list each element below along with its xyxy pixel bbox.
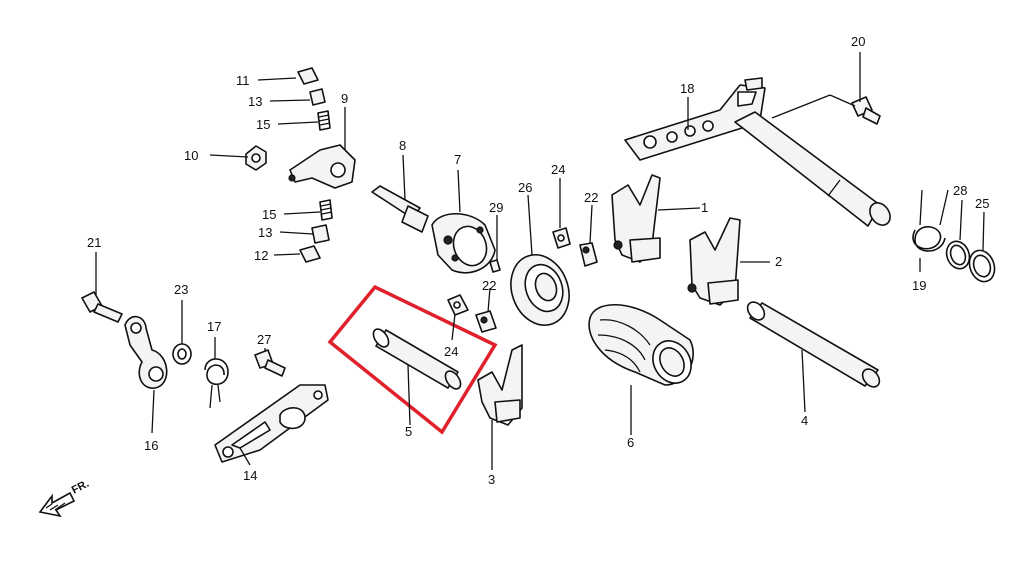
callout-15-upper: 15 xyxy=(256,117,270,132)
part-6-shift-drum[interactable] xyxy=(588,303,699,390)
part-27-bolt[interactable] xyxy=(254,349,286,377)
part-15-spring-lower[interactable] xyxy=(319,199,333,221)
callout-2: 2 xyxy=(775,254,782,269)
callout-28: 28 xyxy=(953,183,967,198)
part-22-bolt-upper[interactable] xyxy=(579,242,598,267)
shift-spindle-shaft[interactable] xyxy=(734,111,894,229)
part-5-fork-shaft[interactable] xyxy=(370,326,463,391)
part-26-bearing[interactable] xyxy=(501,247,578,334)
part-21-bolt[interactable] xyxy=(81,291,123,323)
part-4-fork-shaft[interactable] xyxy=(744,299,883,390)
part-28-circlip[interactable] xyxy=(943,238,973,272)
part-22-bolt-lower[interactable] xyxy=(475,310,497,333)
part-14-plate[interactable] xyxy=(214,384,329,463)
callout-15-lower: 15 xyxy=(262,207,276,222)
part-24-plate-upper[interactable] xyxy=(552,227,571,249)
part-20-bolt[interactable] xyxy=(851,96,881,125)
front-label: FR. xyxy=(70,478,91,497)
callout-16: 16 xyxy=(144,438,158,453)
callout-19: 19 xyxy=(912,278,926,293)
callout-29: 29 xyxy=(489,200,503,215)
part-25-washer[interactable] xyxy=(965,247,998,285)
front-arrow-icon xyxy=(38,491,76,518)
callout-22-upper: 22 xyxy=(584,190,598,205)
part-12-cap[interactable] xyxy=(299,245,321,263)
part-13-collar-upper[interactable] xyxy=(309,88,326,106)
callout-27: 27 xyxy=(257,332,271,347)
callout-8: 8 xyxy=(399,138,406,153)
part-18-shift-arm[interactable] xyxy=(624,77,766,161)
leader-lines xyxy=(95,52,985,470)
callout-18: 18 xyxy=(680,81,694,96)
callout-21: 21 xyxy=(87,235,101,250)
callout-24-lower: 24 xyxy=(444,344,458,359)
callout-4: 4 xyxy=(801,413,808,428)
part-8-bolt[interactable] xyxy=(371,185,429,233)
callout-6: 6 xyxy=(627,435,634,450)
callout-14: 14 xyxy=(243,468,257,483)
callout-12: 12 xyxy=(254,248,268,263)
part-9-stopper-arm[interactable] xyxy=(288,144,356,189)
callout-25: 25 xyxy=(975,196,989,211)
part-11-cap[interactable] xyxy=(297,67,319,85)
part-13-collar-lower[interactable] xyxy=(311,224,330,244)
part-23-washer[interactable] xyxy=(172,343,192,365)
part-16-shift-arm[interactable] xyxy=(124,315,168,389)
part-10-nut[interactable] xyxy=(245,145,267,171)
part-1-shift-fork[interactable] xyxy=(611,174,661,263)
callout-9: 9 xyxy=(341,91,348,106)
callout-10: 10 xyxy=(184,148,198,163)
callout-17: 17 xyxy=(207,319,221,334)
callout-7: 7 xyxy=(454,152,461,167)
part-15-spring-upper[interactable] xyxy=(317,110,331,131)
front-arrow-hatch xyxy=(45,502,66,511)
callout-20: 20 xyxy=(851,34,865,49)
part-3-shift-fork[interactable] xyxy=(477,344,523,426)
callout-24-upper: 24 xyxy=(551,162,565,177)
callout-1: 1 xyxy=(701,200,708,215)
callout-13-lower: 13 xyxy=(258,225,272,240)
callout-13-upper: 13 xyxy=(248,94,262,109)
part-29-pin[interactable] xyxy=(489,259,501,273)
part-24-plate-lower[interactable] xyxy=(447,294,469,316)
part-17-spring[interactable] xyxy=(204,358,229,409)
callout-5: 5 xyxy=(405,424,412,439)
callout-26: 26 xyxy=(518,180,532,195)
part-19-return-spring[interactable] xyxy=(912,189,949,252)
front-direction-marker: FR. xyxy=(38,478,91,518)
part-7-drum-center[interactable] xyxy=(431,213,496,274)
callout-22-lower: 22 xyxy=(482,278,496,293)
callout-23: 23 xyxy=(174,282,188,297)
callout-3: 3 xyxy=(488,472,495,487)
callout-11: 11 xyxy=(236,73,250,88)
part-2-shift-fork[interactable] xyxy=(687,217,741,306)
highlight-box xyxy=(327,284,498,435)
